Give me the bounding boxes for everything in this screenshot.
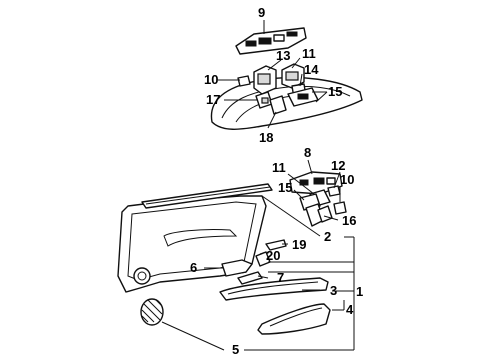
door-trim-upper-view [210,76,363,130]
callout-7: 7 [277,270,284,285]
callout-15-upper: 15 [328,84,342,99]
callout-10-upper: 10 [204,72,218,87]
callout-6: 6 [190,260,197,275]
callout-11-lower: 11 [272,160,286,175]
switch-18 [269,95,287,115]
callout-15-lower: 15 [278,180,292,195]
switch-housing-11 [281,63,305,89]
switch-bezel-9 [235,27,307,55]
door-weatherstrip-top [141,183,273,209]
callout-16: 16 [342,213,356,228]
callout-2: 2 [324,229,331,244]
armrest-3 [219,277,329,301]
callout-9: 9 [258,5,265,20]
handle-19 [265,239,287,251]
callout-labels: 9 13 11 10 14 15 17 18 8 11 12 10 15 16 … [190,5,363,357]
speaker-grille-5 [140,298,164,326]
callout-11-upper: 11 [302,46,316,61]
leader-lines [161,20,355,351]
callout-14: 14 [304,62,319,77]
pad-7 [237,271,263,285]
callout-4: 4 [346,302,354,317]
callout-20: 20 [266,248,280,263]
switch-housing-13 [253,65,277,95]
callout-8: 8 [304,145,311,160]
callout-18: 18 [259,130,273,145]
callout-12: 12 [331,158,345,173]
callout-13: 13 [276,48,290,63]
armrest-4 [257,303,331,335]
callout-1: 1 [356,284,363,299]
callout-19: 19 [292,237,306,252]
pull-cup-6 [221,259,253,277]
callout-3: 3 [330,283,337,298]
clip-10 [237,75,251,87]
callout-17: 17 [206,92,220,107]
callout-10-lower: 10 [340,172,354,187]
clip-10-lower [333,201,347,215]
callout-5: 5 [232,342,239,357]
switch-16 [305,203,333,227]
